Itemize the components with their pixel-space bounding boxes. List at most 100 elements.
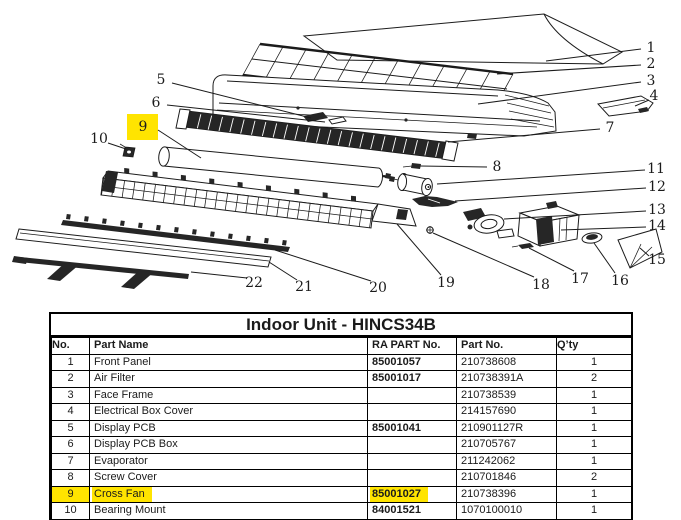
leader-line: [503, 210, 647, 220]
cell-no: 2: [51, 370, 90, 388]
col-header: Q’ty: [556, 337, 632, 355]
leader-line: [171, 82, 312, 119]
cell-qty: 1: [556, 403, 632, 421]
cell-qty: 1: [556, 386, 632, 404]
cell-part-no: 210738396: [456, 485, 557, 503]
callout-label: 20: [369, 280, 387, 296]
cell-part-name: Air Filter: [89, 370, 368, 388]
callout-label: 8: [493, 159, 502, 175]
cell-no: 10: [51, 502, 90, 520]
callout-label: 15: [648, 252, 666, 268]
leader-line: [396, 223, 442, 276]
callout-15: 15: [639, 247, 666, 268]
cell-qty: 1: [556, 502, 632, 520]
leader-line: [166, 104, 326, 123]
cell-qty: 2: [556, 370, 632, 388]
cell-no: 9: [51, 485, 90, 503]
cell-ra-part-no: 85001017: [367, 370, 457, 388]
cell-part-no: 210738608: [456, 353, 557, 371]
leader-line: [436, 169, 646, 185]
leader-line: [545, 48, 642, 62]
leader-line: [274, 249, 372, 282]
cell-part-name: Display PCB Box: [89, 436, 368, 454]
horizontal-blade-shape: [15, 228, 272, 268]
col-header: Part Name: [89, 337, 368, 355]
callout-20: 20: [274, 249, 387, 296]
cross-fan-shape: [158, 146, 394, 188]
callout-3: 3: [477, 73, 656, 105]
col-header: Part No.: [456, 337, 557, 355]
cell-ra-part-no: [367, 452, 457, 470]
leader-line: [419, 165, 488, 168]
callout-label: 9: [139, 119, 148, 135]
callout-9: 9: [127, 114, 202, 159]
motor-cover-shape: [463, 208, 515, 239]
cell-part-no: 210701846: [456, 469, 557, 487]
cell-ra-part-no: [367, 386, 457, 404]
callout-22: 22: [190, 271, 263, 291]
callout-label: 7: [606, 120, 615, 136]
callout-label: 17: [571, 271, 589, 287]
highlight-mark: Cross Fan: [92, 486, 152, 502]
cell-part-name: Bearing Mount: [89, 502, 368, 520]
callout-label: 3: [647, 73, 656, 89]
callout-label: 2: [647, 56, 656, 72]
cell-part-name: Screw Cover: [89, 469, 368, 487]
evaporator-shape: [175, 108, 459, 162]
screw-shape: [511, 243, 534, 249]
leader-line: [496, 64, 642, 75]
leader-line: [593, 242, 616, 274]
callout-19: 19: [396, 223, 455, 291]
leader-line: [447, 128, 601, 143]
screw-cover-shape: [402, 163, 421, 169]
callout-label: 13: [648, 202, 666, 218]
callout-label: 10: [90, 131, 108, 147]
cell-ra-part-no: [367, 403, 457, 421]
cell-no: 1: [51, 353, 90, 371]
callout-6: 6: [152, 95, 326, 123]
callout-13: 13: [503, 202, 666, 220]
cell-no: 7: [51, 452, 90, 470]
cell-part-name: Electrical Box Cover: [89, 403, 368, 421]
callout-8: 8: [419, 159, 502, 175]
leader-line: [560, 226, 647, 231]
cell-part-no: 210705767: [456, 436, 557, 454]
cell-qty: 1: [556, 436, 632, 454]
cell-ra-part-no: [367, 469, 457, 487]
cell-ra-part-no: 85001041: [367, 419, 457, 437]
leader-line: [477, 81, 642, 105]
callout-21: 21: [268, 261, 313, 295]
cell-qty: 1: [556, 419, 632, 437]
cell-ra-part-no: [367, 436, 457, 454]
cell-part-no: 210901127R: [456, 419, 557, 437]
cell-ra-part-no: 85001057: [367, 353, 457, 371]
cell-ra-part-no: 85001027: [367, 485, 457, 503]
electrical-box-cover-shape: [597, 95, 654, 117]
col-header: RA PART No.: [367, 337, 457, 355]
callout-label: 6: [152, 95, 161, 111]
motor-clamp-shape: [412, 196, 458, 207]
leader-line: [190, 271, 248, 279]
cell-no: 6: [51, 436, 90, 454]
cell-part-no: 214157690: [456, 403, 557, 421]
cell-part-no: 1070100010: [456, 502, 557, 520]
leader-line: [268, 261, 298, 281]
leader-line: [639, 247, 650, 257]
cell-part-name: Display PCB: [89, 419, 368, 437]
col-header: No.: [51, 337, 90, 355]
cell-part-name: Face Frame: [89, 386, 368, 404]
callout-highlight-box: [127, 114, 158, 140]
cell-no: 8: [51, 469, 90, 487]
callout-5: 5: [157, 72, 312, 119]
callout-label: 21: [295, 279, 313, 295]
cell-qty: 2: [556, 469, 632, 487]
